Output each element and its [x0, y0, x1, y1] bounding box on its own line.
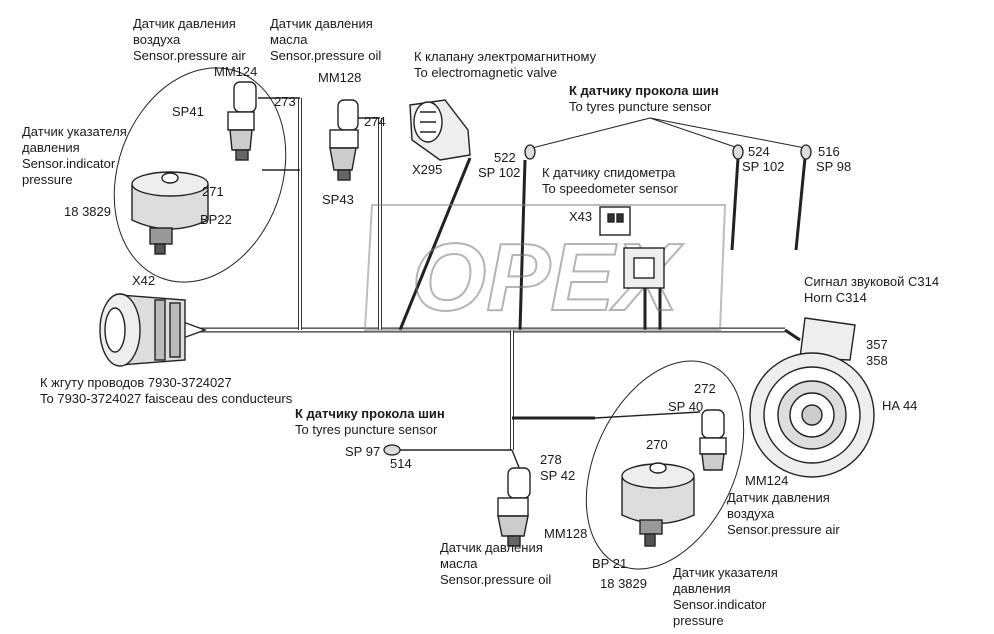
bottom-air-wire: 272 [694, 381, 716, 396]
indicator-sensor-bottom [621, 462, 695, 547]
puncture-524-pos: SP 102 [742, 159, 785, 174]
group-oval-bottom [585, 360, 745, 570]
oil-sensor-top [329, 99, 359, 181]
wire-271-label: 271 [202, 184, 224, 199]
group-oval-top [113, 67, 287, 283]
bottom-air-model: MM124 [745, 473, 789, 488]
bottom-ind-model: 18 3829 [600, 576, 647, 591]
branch-valve [398, 157, 472, 331]
wire-278 [511, 449, 521, 471]
bottom-air-pos: SP 40 [668, 399, 704, 414]
wire-272 [594, 411, 701, 419]
puncture-plugs-top [524, 144, 812, 160]
puncture-524-wire: 524 [748, 144, 770, 159]
wire-273-label: 273 [274, 94, 296, 109]
valve-pos: X295 [412, 162, 443, 177]
indicator-sensor-top-pos: BP22 [200, 212, 232, 227]
speedometer-connector [599, 206, 665, 289]
branch-puncture-522 [518, 159, 527, 331]
indicator-sensor-top-model: 18 3829 [64, 204, 111, 219]
horn-pos: HA 44 [882, 398, 918, 413]
bottom-ind-wire: 270 [646, 437, 668, 452]
puncture-bottom-pos: SP 97 [345, 444, 381, 459]
air-sensor-top-pos: SP41 [172, 104, 204, 119]
air-sensor-bottom [699, 409, 727, 471]
connector-x42-pos: X42 [132, 273, 156, 288]
branch-puncture-524 [730, 157, 740, 251]
oil-sensor-top-model: MM128 [318, 70, 362, 85]
bottom-oil-model: MM128 [544, 526, 588, 541]
horn-device [749, 317, 875, 478]
oil-sensor-bottom [497, 467, 531, 547]
puncture-bottom-wire: 514 [390, 456, 412, 471]
connector-x42 [99, 293, 186, 367]
valve-connector [409, 99, 471, 161]
puncture-pointers [531, 117, 806, 149]
wire-274-label: 274 [364, 114, 386, 129]
opex-watermark: OPEX [363, 204, 727, 332]
air-sensor-top-model: MM124 [214, 64, 258, 79]
bottom-ind-pos: BP 21 [592, 556, 628, 571]
puncture-516-wire: 516 [818, 144, 840, 159]
indicator-sensor-top [131, 171, 209, 255]
bottom-oil-wire: 278 [540, 452, 562, 467]
puncture-516-pos: SP 98 [816, 159, 852, 174]
puncture-522-wire: 522 [494, 150, 516, 165]
harness-taper [182, 321, 208, 339]
bottom-oil-pos: SP 42 [540, 468, 576, 483]
horn-wire [784, 328, 801, 342]
air-sensor-top [227, 81, 257, 161]
puncture-plug-bottom [383, 444, 401, 456]
puncture-522-pos: SP 102 [478, 165, 521, 180]
speedometer-pos: X43 [569, 209, 593, 224]
branch-puncture-516 [794, 157, 807, 251]
oil-sensor-top-pos: SP43 [322, 192, 354, 207]
